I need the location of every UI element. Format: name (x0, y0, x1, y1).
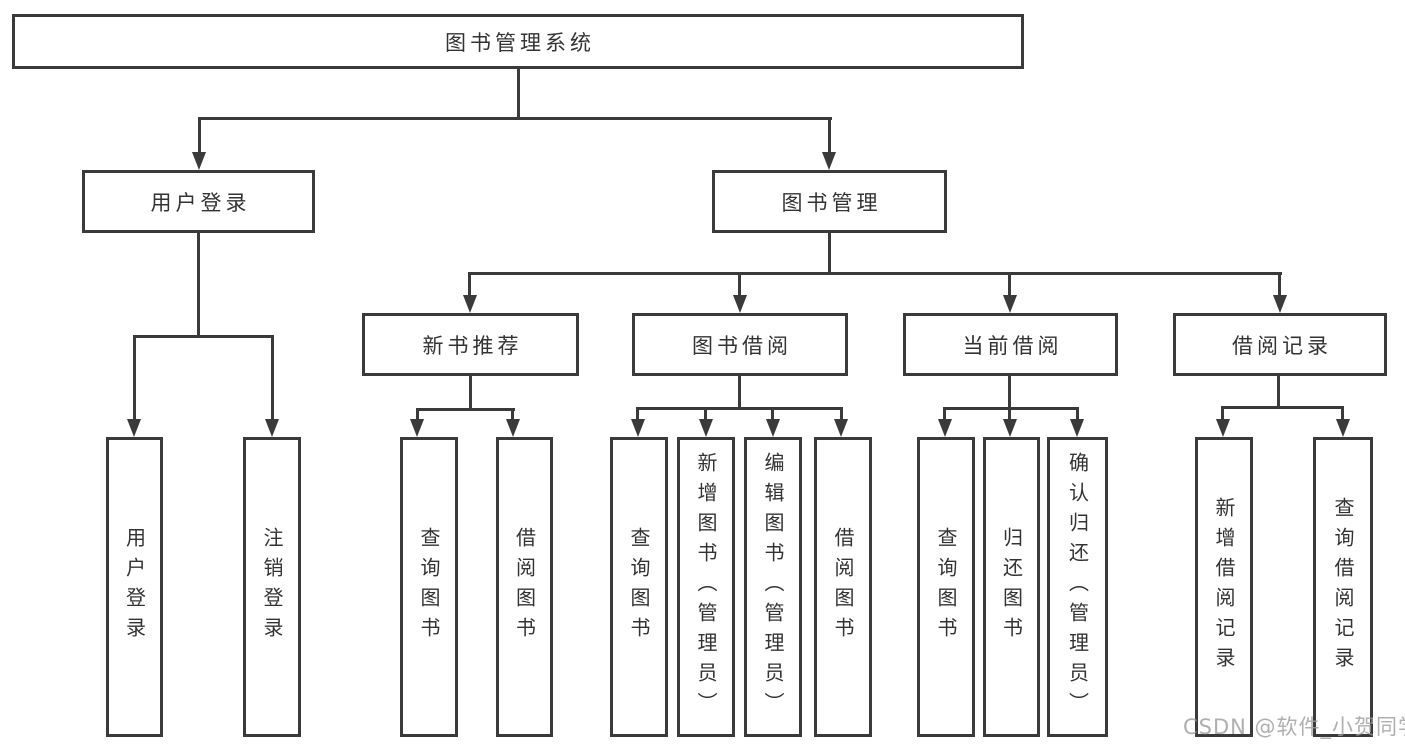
node-borrowing-records: 借阅记录 (1173, 313, 1387, 376)
arrowhead-icon (1003, 419, 1017, 437)
connector-line (271, 335, 274, 419)
connector-line (828, 233, 831, 275)
leaf-borrow-books-recommend: 借阅图书 (496, 437, 553, 737)
connector-line (198, 117, 832, 120)
connector-line (1221, 406, 1224, 421)
connector-line (468, 272, 471, 297)
leaf-edit-books-admin: 编辑图书（管理员） (744, 437, 802, 737)
arrowhead-icon (127, 419, 141, 437)
connector-line (511, 408, 514, 421)
leaf-label: 新增图书（管理员） (694, 452, 718, 722)
arrowhead-icon (834, 419, 848, 437)
arrowhead-icon (1216, 419, 1230, 437)
leaf-confirm-return-admin: 确认归还（管理员） (1047, 437, 1108, 737)
node-user-login: 用户登录 (82, 170, 315, 233)
connector-line (636, 407, 843, 410)
arrowhead-icon (506, 419, 520, 437)
connector-line (1277, 376, 1280, 409)
arrowhead-icon (766, 419, 780, 437)
node-label: 图书管理 (781, 190, 882, 215)
leaf-label: 查询图书 (627, 527, 651, 647)
node-current-borrowing: 当前借阅 (903, 313, 1118, 376)
arrowhead-icon (699, 419, 713, 437)
connector-line (771, 407, 774, 421)
arrowhead-icon (463, 295, 477, 313)
arrowhead-icon (192, 152, 206, 170)
leaf-label: 查询图书 (417, 527, 441, 647)
leaf-label: 注销登录 (260, 527, 284, 647)
connector-line (1008, 376, 1011, 410)
leaf-query-books-current: 查询图书 (917, 437, 975, 737)
leaf-label: 编辑图书（管理员） (761, 452, 785, 722)
connector-line (133, 335, 274, 338)
leaf-add-borrow-record: 新增借阅记录 (1195, 437, 1253, 737)
leaf-query-borrow-record: 查询借阅记录 (1313, 437, 1373, 737)
connector-line (1221, 406, 1344, 409)
connector-line (416, 408, 419, 421)
arrowhead-icon (410, 419, 424, 437)
connector-line (1076, 407, 1079, 421)
arrowhead-icon (265, 419, 279, 437)
leaf-borrow-books: 借阅图书 (814, 437, 872, 737)
node-label: 用户登录 (150, 190, 251, 215)
node-label: 图书管理系统 (445, 30, 595, 55)
connector-line (828, 117, 831, 155)
connector-line (636, 407, 639, 421)
connector-line (133, 335, 136, 419)
connector-line (840, 407, 843, 421)
connector-line (1008, 272, 1011, 297)
connector-line (1278, 272, 1281, 297)
connector-line (197, 233, 200, 338)
leaf-user-login: 用户登录 (106, 437, 163, 737)
connector-line (738, 272, 741, 297)
csdn-watermark: CSDN @软件_小贺同学 (1183, 715, 1405, 739)
leaf-query-books-borrow: 查询图书 (610, 437, 668, 737)
node-new-book-recommend: 新书推荐 (362, 313, 579, 376)
connector-line (517, 69, 520, 119)
node-label: 当前借阅 (962, 333, 1063, 358)
connector-line (469, 376, 472, 411)
leaf-return-books: 归还图书 (983, 437, 1040, 737)
connector-line (1341, 406, 1344, 421)
connector-line (416, 408, 515, 411)
node-book-borrowing: 图书借阅 (632, 313, 848, 376)
node-book-management: 图书管理 (712, 170, 947, 233)
arrowhead-icon (1070, 419, 1084, 437)
arrowhead-icon (822, 152, 836, 170)
leaf-label: 确认归还（管理员） (1065, 452, 1090, 722)
leaf-label: 查询图书 (934, 527, 958, 647)
arrowhead-icon (1273, 295, 1287, 313)
node-label: 新书推荐 (422, 333, 523, 358)
leaf-label: 新增借阅记录 (1212, 497, 1236, 677)
arrowhead-icon (938, 419, 952, 437)
connector-line (738, 376, 741, 410)
arrowhead-icon (733, 295, 747, 313)
node-library-management-system: 图书管理系统 (12, 14, 1024, 69)
arrowhead-icon (1336, 419, 1350, 437)
connector-line (1008, 407, 1011, 421)
leaf-logout: 注销登录 (243, 437, 301, 737)
connector-line (469, 272, 1282, 275)
leaf-label: 借阅图书 (512, 527, 537, 647)
connector-line (943, 407, 1079, 410)
leaf-label: 查询借阅记录 (1331, 497, 1355, 677)
leaf-label: 归还图书 (999, 527, 1024, 647)
leaf-query-books-recommend: 查询图书 (400, 437, 458, 737)
leaf-label: 借阅图书 (831, 527, 855, 647)
connector-line (943, 407, 946, 421)
node-label: 借阅记录 (1232, 333, 1332, 358)
leaf-label: 用户登录 (122, 527, 147, 647)
connector-line (704, 407, 707, 421)
connector-line (198, 117, 201, 155)
arrowhead-icon (631, 419, 645, 437)
leaf-add-books-admin: 新增图书（管理员） (677, 437, 735, 737)
node-label: 图书借阅 (692, 333, 792, 358)
arrowhead-icon (1003, 295, 1017, 313)
